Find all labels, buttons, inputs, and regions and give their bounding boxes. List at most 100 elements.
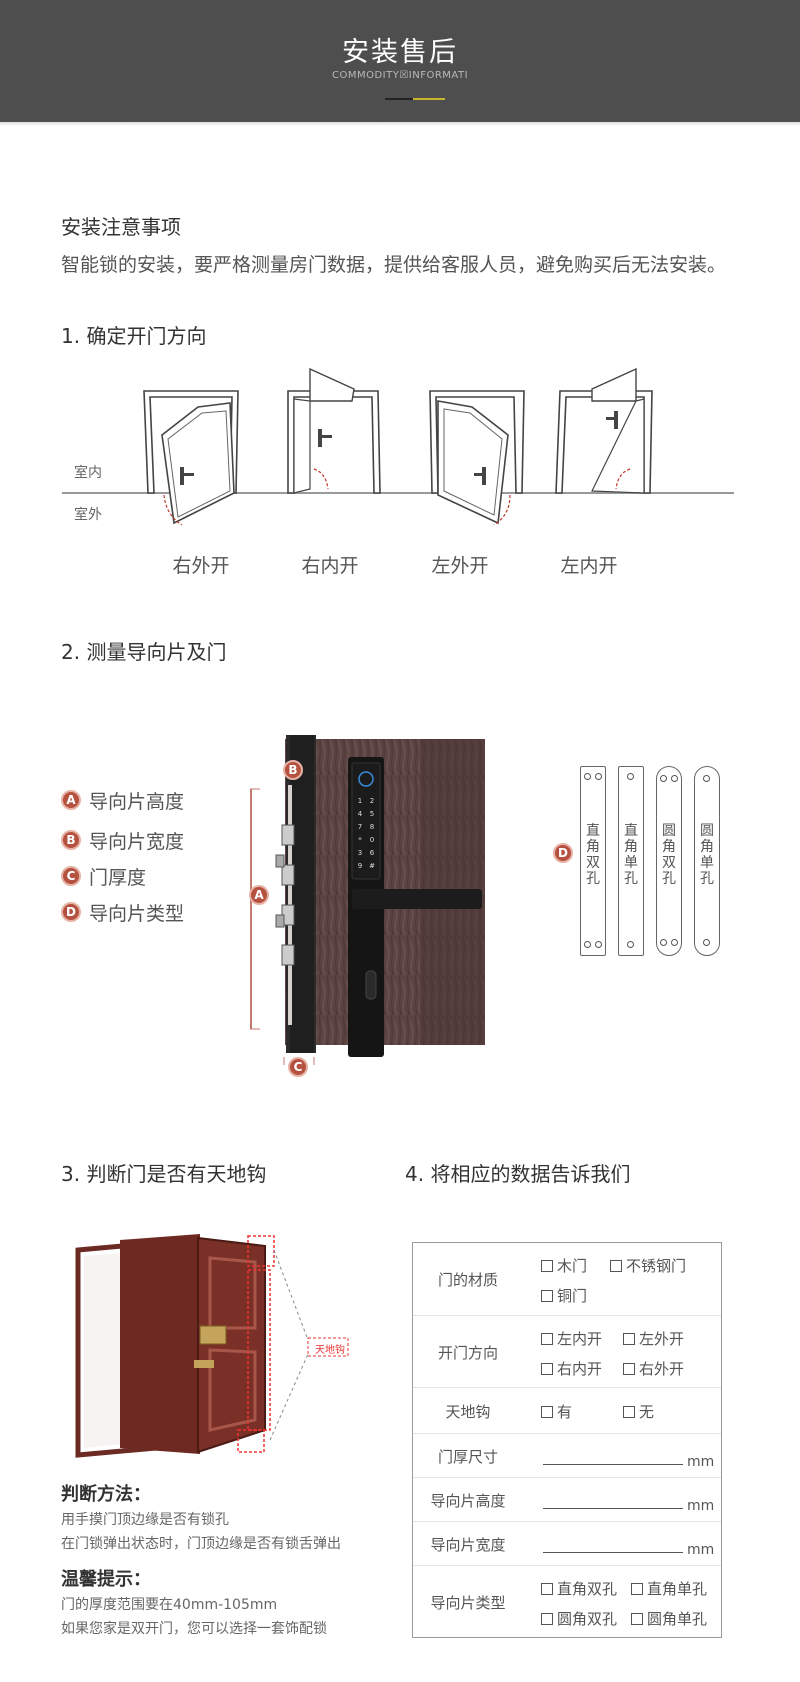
checkbox-icon <box>623 1332 635 1345</box>
hook-door-illustration <box>75 1234 349 1458</box>
checkbox-icon <box>631 1612 643 1625</box>
checkbox-icon <box>623 1405 635 1418</box>
checkbox-icon <box>631 1582 643 1595</box>
option-right-inward[interactable]: 右内开 <box>541 1358 602 1379</box>
direction-label-1: 右外开 <box>172 555 230 577</box>
checkbox-icon <box>541 1612 553 1625</box>
strike-label-1: 直角双孔 <box>586 823 600 887</box>
method-title: 判断方法： <box>61 1484 151 1505</box>
door-diagram-left-outward <box>429 390 525 525</box>
label-direction: 开门方向 <box>437 1344 498 1362</box>
marker-d: D <box>553 843 573 863</box>
indoor-label: 室内 <box>74 465 102 481</box>
option-right-outward[interactable]: 右外开 <box>623 1358 684 1379</box>
row-thickness: 门厚尺寸 mm <box>413 1433 721 1477</box>
notice-text: 智能锁的安装，要严格测量房门数据，提供给客服人员，避免购买后无法安装。 <box>61 254 727 276</box>
header-shadow <box>0 122 800 126</box>
row-strike-type: 导向片类型 直角双孔 直角单孔 圆角双孔 圆角单孔 <box>413 1565 721 1637</box>
thickness-input-line[interactable] <box>543 1464 683 1465</box>
key-3: 3 <box>358 849 362 857</box>
key-4: 4 <box>358 810 363 818</box>
key-2: 2 <box>370 797 374 805</box>
legend-label-d: 导向片类型 <box>89 902 185 925</box>
label-strike-width: 导向片宽度 <box>430 1536 506 1554</box>
direction-label-4: 左内开 <box>560 555 618 577</box>
option-steel-door[interactable]: 不锈钢门 <box>610 1255 686 1276</box>
checkbox-icon <box>541 1332 553 1345</box>
strike-right-angle-single: 直角单孔 <box>618 766 644 956</box>
strike-round-single: 圆角单孔 <box>694 766 720 956</box>
option-right-angle-single[interactable]: 直角单孔 <box>631 1578 707 1599</box>
section3-title: 3. 判断门是否有天地钩 <box>61 1162 267 1186</box>
method-line-1: 用手摸门顶边缘是否有锁孔 <box>61 1512 229 1528</box>
legend-label-a: 导向片高度 <box>89 790 185 813</box>
door-diagram-right-outward <box>143 390 239 525</box>
legend-item-a: A 导向片高度 <box>61 788 185 813</box>
header-subtitle: COMMODITY☒INFORMATI <box>331 70 469 81</box>
checkbox-icon <box>541 1289 553 1302</box>
data-form-table: 门的材质 木门 不锈钢门 铜门 开门方向 左内开 左外开 右内开 右外开 天地钩… <box>412 1242 722 1638</box>
option-left-outward[interactable]: 左外开 <box>623 1328 684 1349</box>
key-1: 1 <box>358 797 362 805</box>
checkbox-icon <box>541 1405 553 1418</box>
strike-round-double: 圆角双孔 <box>656 766 682 956</box>
page-header: 安装售后 COMMODITY☒INFORMATI <box>0 0 800 122</box>
badge-d: D <box>61 902 81 922</box>
badge-c: C <box>61 866 81 886</box>
option-copper-door[interactable]: 铜门 <box>541 1285 587 1306</box>
key-9: 9 <box>358 862 362 870</box>
marker-b: B <box>283 760 303 780</box>
legend-item-c: C 门厚度 <box>61 864 146 889</box>
row-strike-height: 导向片高度 mm <box>413 1477 721 1521</box>
header-divider <box>385 98 445 100</box>
marker-c: C <box>288 1057 308 1077</box>
label-hook: 天地钩 <box>445 1403 491 1421</box>
section4-title: 4. 将相应的数据告诉我们 <box>405 1162 631 1186</box>
key-hash: # <box>369 862 375 870</box>
option-wood-door[interactable]: 木门 <box>541 1255 587 1276</box>
badge-b: B <box>61 830 81 850</box>
section2-title: 2. 测量导向片及门 <box>61 640 227 664</box>
strike-right-angle-double: 直角双孔 <box>580 766 606 956</box>
checkbox-icon <box>610 1259 622 1272</box>
notice-heading: 安装注意事项 <box>61 215 181 239</box>
row-material: 门的材质 木门 不锈钢门 铜门 <box>413 1243 721 1315</box>
strike-width-input-line[interactable] <box>543 1552 683 1553</box>
key-8: 8 <box>370 823 374 831</box>
key-7: 7 <box>358 823 362 831</box>
label-strike-type: 导向片类型 <box>430 1594 506 1612</box>
keypad: 1 2 4 5 7 8 * 0 3 6 9 # <box>358 797 375 870</box>
legend-label-b: 导向片宽度 <box>89 830 185 853</box>
option-no-hook[interactable]: 无 <box>623 1401 654 1422</box>
method-line-2: 在门锁弹出状态时，门顶边缘是否有锁舌弹出 <box>61 1536 341 1552</box>
option-left-inward[interactable]: 左内开 <box>541 1328 602 1349</box>
option-round-double[interactable]: 圆角双孔 <box>541 1608 617 1629</box>
row-strike-width: 导向片宽度 mm <box>413 1521 721 1565</box>
option-round-single[interactable]: 圆角单孔 <box>631 1608 707 1629</box>
tip-title: 温馨提示： <box>61 1569 151 1590</box>
option-has-hook[interactable]: 有 <box>541 1401 572 1422</box>
label-thickness: 门厚尺寸 <box>437 1448 498 1466</box>
checkbox-icon <box>623 1362 635 1375</box>
checkbox-icon <box>541 1582 553 1595</box>
legend-item-d: D 导向片类型 <box>61 900 185 925</box>
key-star: * <box>358 836 362 844</box>
direction-label-2: 右内开 <box>301 555 359 577</box>
strike-width-unit: mm <box>687 1542 715 1558</box>
ground-line <box>62 492 734 494</box>
legend-item-b: B 导向片宽度 <box>61 828 185 853</box>
door-diagram-left-inward <box>555 367 653 494</box>
key-6: 6 <box>370 849 375 857</box>
checkbox-icon <box>541 1362 553 1375</box>
option-right-angle-double[interactable]: 直角双孔 <box>541 1578 617 1599</box>
row-hook: 天地钩 有 无 <box>413 1387 721 1433</box>
hook-callout-label: 天地钩 <box>315 1345 345 1356</box>
strike-height-input-line[interactable] <box>543 1508 683 1509</box>
thickness-unit: mm <box>687 1454 715 1470</box>
strike-label-3: 圆角双孔 <box>662 823 676 887</box>
section1-title: 1. 确定开门方向 <box>61 324 207 348</box>
header-title: 安装售后 <box>342 37 458 68</box>
lock-door-illustration: 1 2 4 5 7 8 * 0 3 6 9 # <box>250 735 485 1065</box>
marker-a: A <box>249 885 269 905</box>
label-material: 门的材质 <box>437 1271 498 1289</box>
